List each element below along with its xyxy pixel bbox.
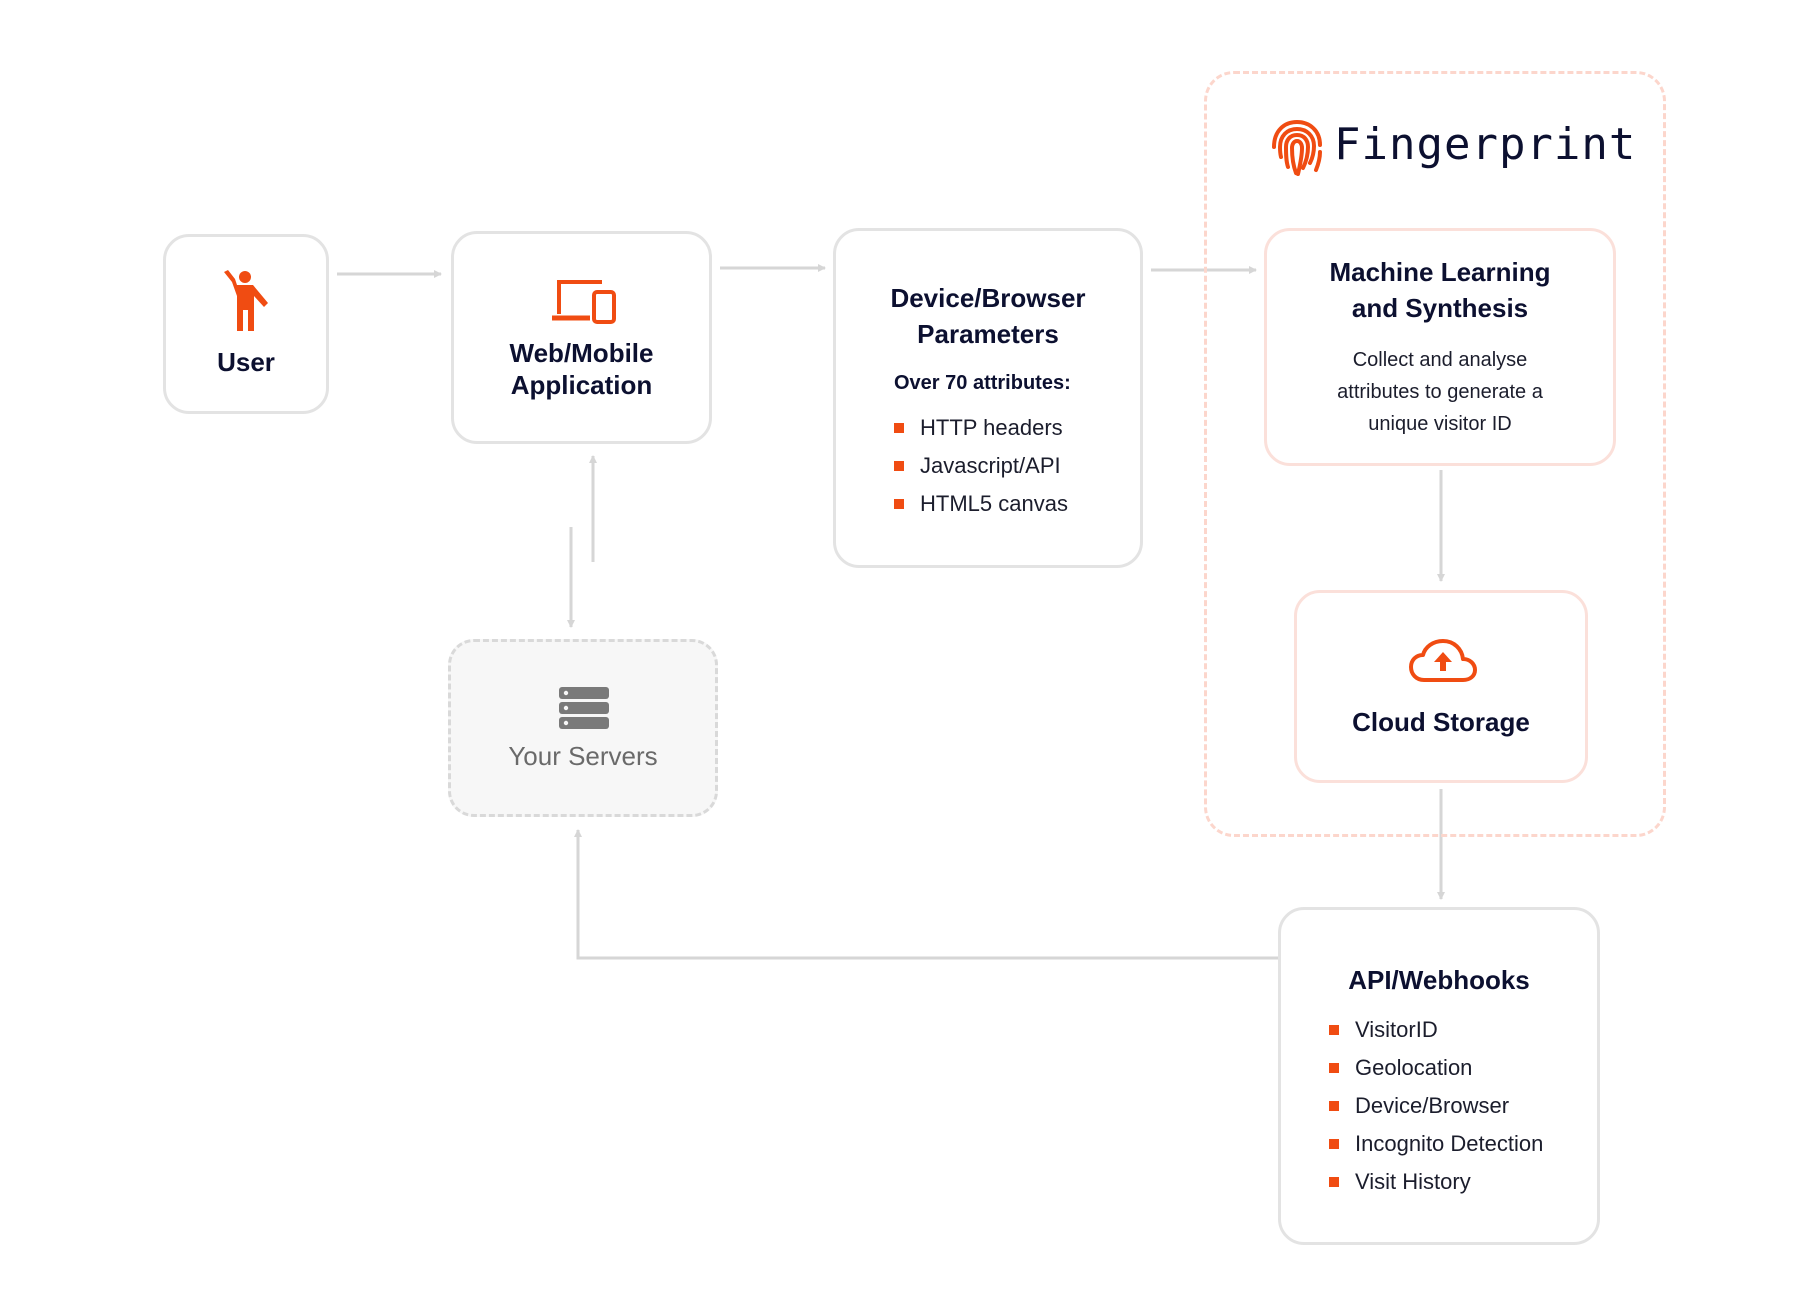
fingerprint-logo: Fingerprint <box>1266 115 1635 181</box>
list-item: Incognito Detection <box>1329 1125 1543 1163</box>
cloud-label: Cloud Storage <box>1352 707 1530 737</box>
servers-label: Your Servers <box>508 741 658 771</box>
cloud-node: Cloud Storage <box>1294 590 1588 783</box>
app-node: Web/Mobile Application <box>451 231 712 444</box>
bullet-square <box>894 461 904 471</box>
fingerprint-icon <box>1272 119 1322 176</box>
cloud-upload-icon <box>1409 639 1477 682</box>
list-item: Geolocation <box>1329 1049 1543 1087</box>
ml-desc-line2: attributes to generate a <box>1337 381 1543 403</box>
app-label-line2: Application <box>510 370 653 400</box>
params-node: Device/Browser Parameters Over 70 attrib… <box>833 228 1143 568</box>
api-title: API/Webhooks <box>1348 965 1530 995</box>
bullet-square <box>894 499 904 509</box>
api-list: VisitorID Geolocation Device/Browser Inc… <box>1329 1011 1543 1201</box>
params-list: HTTP headers Javascript/API HTML5 canvas <box>894 409 1068 523</box>
bullet-square <box>1329 1025 1339 1035</box>
list-item: Device/Browser <box>1329 1087 1543 1125</box>
params-subtitle: Over 70 attributes: <box>894 372 1071 394</box>
list-item: VisitorID <box>1329 1011 1543 1049</box>
servers-node: Your Servers <box>448 639 718 817</box>
ml-desc-line1: Collect and analyse <box>1352 349 1528 371</box>
list-item: Visit History <box>1329 1163 1543 1201</box>
list-item: HTTP headers <box>894 409 1068 447</box>
list-item: Javascript/API <box>894 447 1068 485</box>
ml-node: Machine Learning and Synthesis Collect a… <box>1264 228 1616 466</box>
bullet-square <box>894 423 904 433</box>
arrow-api-to-servers <box>574 829 1278 960</box>
bullet-square <box>1329 1177 1339 1187</box>
user-node: User <box>163 234 329 414</box>
ml-title-line2: and Synthesis <box>1351 293 1529 323</box>
user-label: User <box>217 347 275 377</box>
ml-desc-line3: unique visitor ID <box>1368 413 1512 435</box>
params-title-line1: Device/Browser <box>890 283 1086 313</box>
bullet-square <box>1329 1063 1339 1073</box>
bullet-square <box>1329 1101 1339 1111</box>
list-item: HTML5 canvas <box>894 485 1068 523</box>
server-stack-icon <box>559 687 609 729</box>
brand-name: Fingerprint <box>1334 119 1637 170</box>
api-node: API/Webhooks VisitorID Geolocation Devic… <box>1278 907 1600 1245</box>
params-title-line2: Parameters <box>917 319 1059 349</box>
devices-icon <box>552 280 616 324</box>
app-label-line1: Web/Mobile <box>509 338 654 368</box>
bullet-square <box>1329 1139 1339 1149</box>
person-waving-icon <box>224 270 268 331</box>
fingerprint-group <box>1204 71 1666 837</box>
ml-title-line1: Machine Learning <box>1329 257 1551 287</box>
